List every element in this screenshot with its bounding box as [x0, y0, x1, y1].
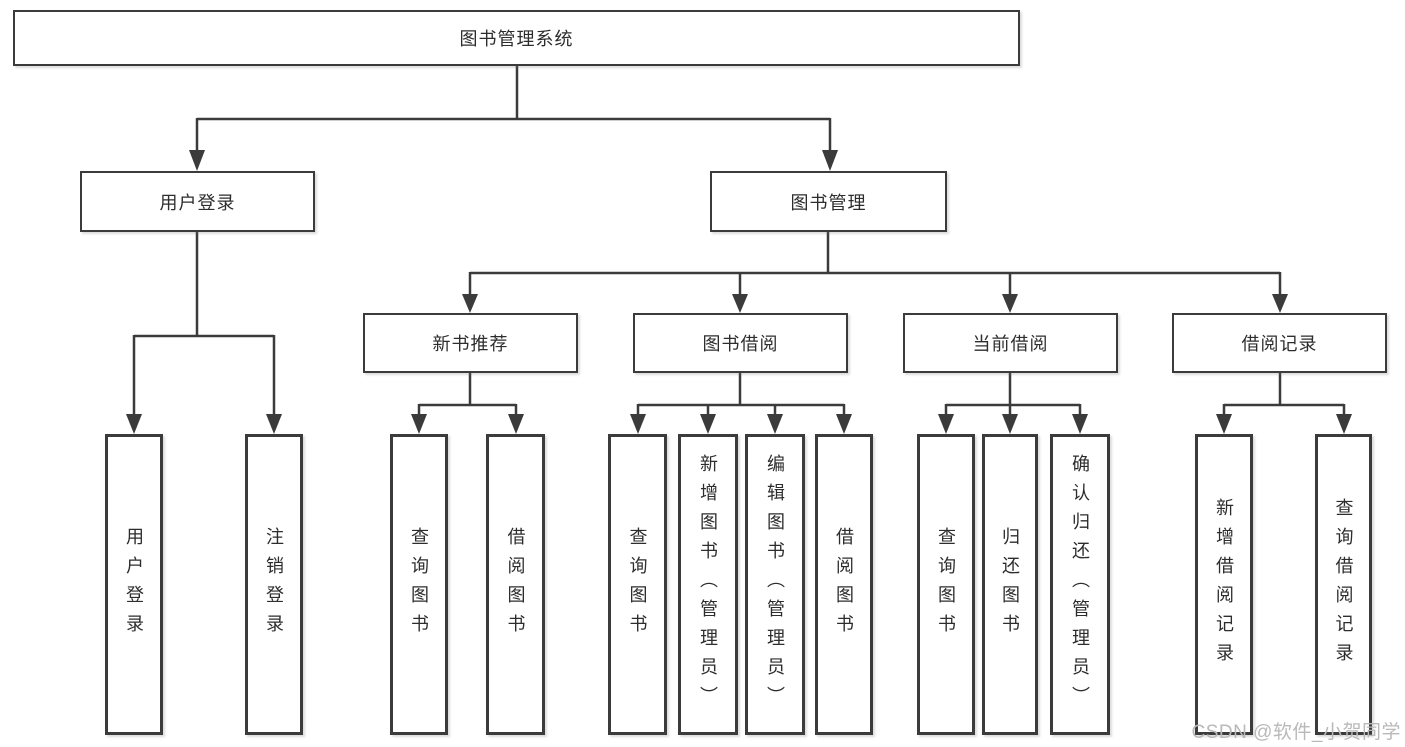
- leaf-user-login: 用户登录: [105, 434, 163, 735]
- node-current-borrowing: 当前借阅: [903, 313, 1118, 373]
- leaf-query-books-current: 查询图书: [917, 434, 975, 735]
- node-book-borrowing: 图书借阅: [633, 313, 848, 373]
- arrowheads: [126, 150, 1352, 434]
- leaf-logout-login: 注销登录: [245, 434, 303, 735]
- leaf-borrow-books-borrowing-label: 借阅图书: [834, 526, 854, 643]
- leaf-borrow-books-recommend-label: 借阅图书: [505, 526, 526, 643]
- leaf-borrow-books-borrowing: 借阅图书: [815, 434, 873, 735]
- leaf-add-books-admin: 新增图书（管理员）: [678, 434, 738, 735]
- leaf-user-login-label: 用户登录: [124, 526, 144, 643]
- leaf-edit-books-admin: 编辑图书（管理员）: [745, 434, 805, 735]
- connector-elbows: [132, 66, 1346, 416]
- leaf-confirm-return-admin-label: 确认归还（管理员）: [1070, 454, 1090, 715]
- node-book-management: 图书管理: [710, 171, 947, 232]
- node-user-login: 用户登录: [80, 171, 315, 232]
- leaf-return-books: 归还图书: [982, 434, 1038, 735]
- leaf-query-books-recommend: 查询图书: [390, 434, 448, 735]
- leaf-query-books-current-label: 查询图书: [936, 526, 956, 643]
- leaf-query-books-borrowing-label: 查询图书: [627, 526, 648, 643]
- leaf-add-books-admin-label: 新增图书（管理员）: [698, 454, 718, 715]
- leaf-query-borrow-record: 查询借阅记录: [1315, 434, 1372, 735]
- leaf-return-books-label: 归还图书: [1000, 526, 1020, 643]
- leaf-query-books-recommend-label: 查询图书: [409, 526, 429, 643]
- leaf-confirm-return-admin: 确认归还（管理员）: [1050, 434, 1110, 735]
- leaf-add-borrow-record: 新增借阅记录: [1195, 434, 1253, 735]
- leaf-logout-login-label: 注销登录: [264, 526, 284, 643]
- leaf-borrow-books-recommend: 借阅图书: [486, 434, 545, 735]
- leaf-query-borrow-record-label: 查询借阅记录: [1333, 497, 1354, 672]
- leaf-query-books-borrowing: 查询图书: [608, 434, 667, 735]
- leaf-add-borrow-record-label: 新增借阅记录: [1214, 497, 1234, 672]
- node-new-book-recommendation: 新书推荐: [363, 313, 578, 373]
- node-library-management-system: 图书管理系统: [13, 10, 1020, 66]
- leaf-edit-books-admin-label: 编辑图书（管理员）: [765, 454, 785, 715]
- node-borrowing-records: 借阅记录: [1172, 313, 1387, 373]
- csdn-watermark: CSDN @软件_小贺同学: [1191, 722, 1401, 743]
